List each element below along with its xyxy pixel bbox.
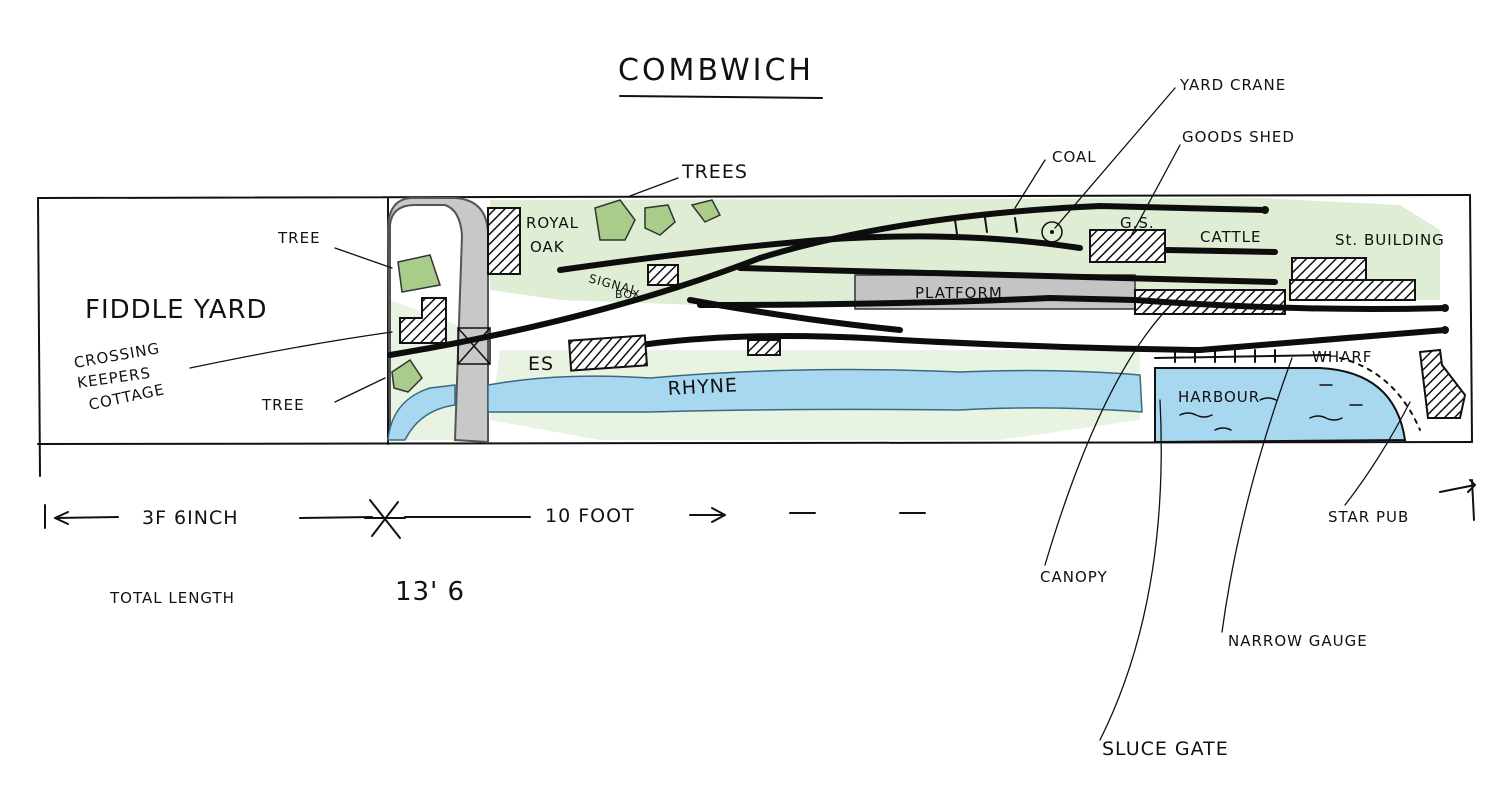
rhyne-curve (387, 384, 456, 441)
harbour-label: HARBOUR (1178, 388, 1260, 406)
wharf-edge (1154, 349, 1421, 431)
road (386, 197, 490, 444)
fiddle-yard-label: FIDDLE YARD (85, 295, 268, 325)
tree-icon (391, 358, 423, 393)
label-leaders (189, 87, 1411, 741)
cattle-label: CATTLE (1200, 228, 1261, 246)
station-building-rear (1289, 279, 1416, 301)
track-plan (387, 202, 1448, 358)
tree-icon (594, 199, 636, 241)
goods-shed-label: GOODS SHED (1182, 128, 1295, 146)
platform-label: PLATFORM (915, 284, 1003, 302)
title-underline (619, 95, 823, 99)
tree-icon (397, 254, 441, 293)
signal-box-label-line-2: BOX (615, 288, 641, 301)
tree-icon (644, 204, 676, 236)
gs-label: G.S. (1120, 214, 1155, 232)
total-length-label: TOTAL LENGTH (109, 589, 235, 607)
tree-icon (690, 199, 722, 223)
canopy-label: CANOPY (1040, 568, 1108, 586)
yard-crane-icon (1041, 221, 1063, 243)
star-pub-label: STAR PUB (1328, 508, 1409, 526)
station-building-label: St. BUILDING (1335, 231, 1445, 249)
crossing-cottage-building (399, 297, 447, 344)
goods-shed-building (1089, 229, 1166, 263)
harbour-water (1154, 367, 1407, 444)
dimension-line (44, 479, 1476, 539)
coal-label: COAL (1052, 148, 1097, 166)
signal-box-building (647, 264, 679, 286)
narrow-gauge-label: NARROW GAUGE (1228, 632, 1368, 650)
harbour-ripples (1179, 384, 1363, 431)
yard-crane-label: YARD CRANE (1179, 76, 1286, 94)
level-crossing (457, 327, 491, 365)
rhyne-label: RHYNE (667, 374, 738, 400)
royal-oak-label-line-1: ROYAL (526, 214, 579, 232)
es-label: ES (528, 353, 554, 375)
drawing-title: COMBWICH (618, 53, 814, 88)
tree-label-top: TREE (277, 229, 321, 247)
trees-label: TREES (681, 161, 748, 183)
total-length-value: 13' 6 (395, 577, 465, 607)
tree-label-bottom: TREE (261, 396, 305, 414)
sluice-gate-label: SLUCE GATE (1102, 738, 1229, 760)
buffer-stops (1261, 206, 1449, 334)
small-hut-building (747, 339, 781, 356)
star-pub-building (1418, 348, 1467, 419)
trees-group (391, 199, 722, 393)
platform (854, 274, 1136, 310)
es-building (567, 334, 649, 372)
wharf-label: WHARF (1312, 348, 1372, 366)
royal-oak-building (487, 207, 521, 275)
rhyne-channel (487, 368, 1143, 413)
left-section-length: 3F 6INCH (142, 507, 239, 529)
coal-staithes (954, 217, 1018, 235)
right-section-length: 10 FOOT (545, 505, 635, 527)
royal-oak-label-line-2: OAK (530, 238, 565, 256)
